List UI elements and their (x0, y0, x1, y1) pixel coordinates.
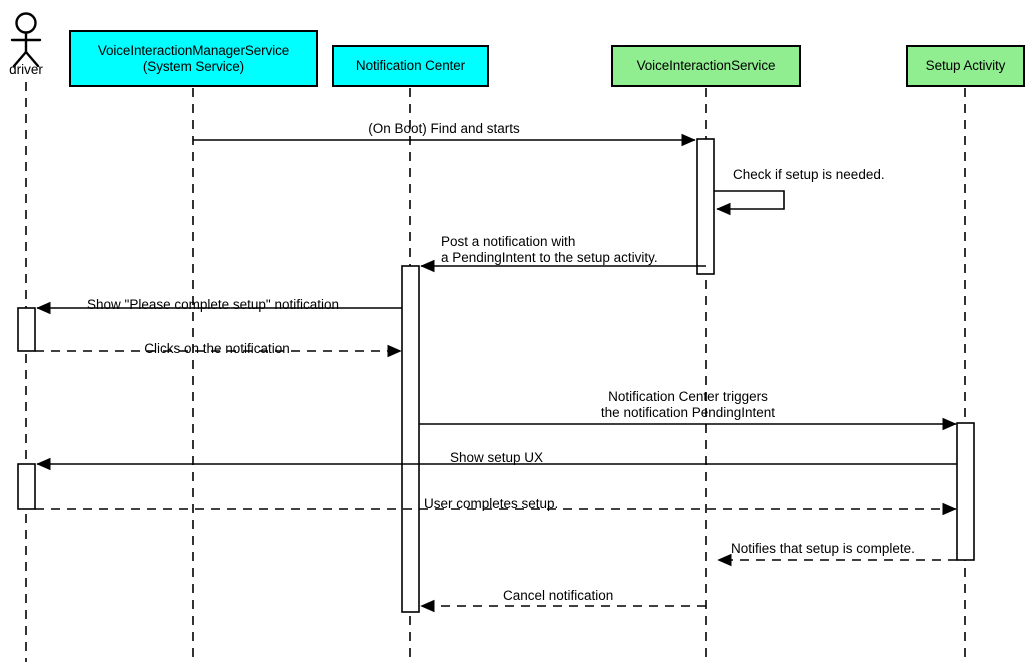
activation-driver-2 (17, 463, 36, 510)
participant-label-driver: driver (9, 62, 43, 77)
participant-box-setup-activity[interactable]: Setup Activity (906, 45, 1025, 87)
message-label-notification-center-triggers-pendingintent: Notification Center triggers the notific… (600, 389, 776, 420)
message-label-cancel-notification: Cancel notification (503, 588, 614, 603)
message-label-user-completes-setup: User completes setup. (424, 496, 559, 511)
message-label-show-please-complete-setup-notification: Show "Please complete setup" notificatio… (87, 297, 339, 312)
participant-box-notification-center[interactable]: Notification Center (332, 45, 489, 87)
actor-driver-icon (10, 12, 42, 68)
message-label-on-boot-find-and-starts: (On Boot) Find and starts (368, 121, 520, 136)
message-label-notifies-that-setup-is-complete: Notifies that setup is complete. (731, 541, 915, 556)
messages-group (35, 133, 957, 613)
participant-box-voiceinteractionservice[interactable]: VoiceInteractionService (611, 45, 801, 87)
message-label-check-if-setup-is-needed: Check if setup is needed. (733, 167, 885, 182)
activation-setup-activity-1 (956, 422, 975, 561)
activation-notification-center-1 (401, 265, 420, 613)
message-arrow-check-if-setup-is-needed (714, 190, 785, 216)
message-label-show-setup-ux: Show setup UX (450, 450, 544, 465)
message-label-post-a-notification: Post a notification with a PendingIntent… (441, 234, 658, 265)
lifelines-group (25, 82, 966, 662)
activation-driver-1 (17, 307, 36, 352)
participant-box-voiceinteractionmanagerservice[interactable]: VoiceInteractionManagerService (System S… (69, 30, 318, 87)
message-label-clicks-on-the-notification: Clicks on the notification (144, 341, 290, 356)
activation-voiceinteraction-1 (696, 138, 715, 275)
activation-bars-group (17, 138, 975, 613)
